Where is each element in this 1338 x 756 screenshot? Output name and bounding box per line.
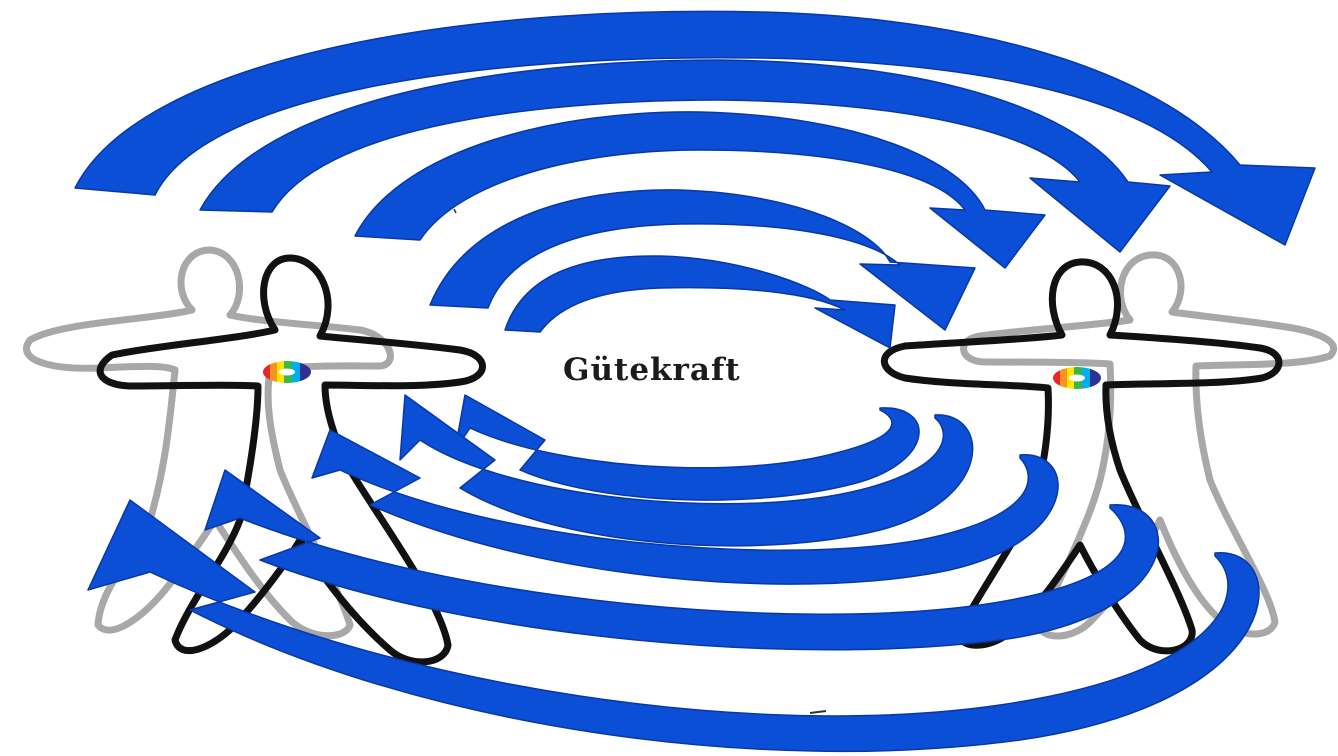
upper-arrow-2 [199,59,1171,253]
lower-arrow-4 [204,469,1160,651]
right-rainbow-heart-icon [1053,367,1101,389]
stray-mark [453,208,457,214]
lower-arrow-1 [454,394,920,501]
right-person-outline-icon [880,258,1283,655]
stray-mark [809,710,827,714]
lower-arrow-2 [399,394,974,547]
lower-arrow-3 [311,429,1059,585]
upper-arrow-3 [354,111,1046,269]
left-rainbow-heart-icon [263,361,311,383]
lower-arrow-5 [87,499,1260,752]
upper-arrow-5 [504,255,896,349]
upper-arrow-4 [429,189,976,331]
guetekraft-title: Gütekraft [563,352,741,388]
upper-arrow-1 [74,10,1316,246]
right-person-shadow-icon [960,251,1337,640]
